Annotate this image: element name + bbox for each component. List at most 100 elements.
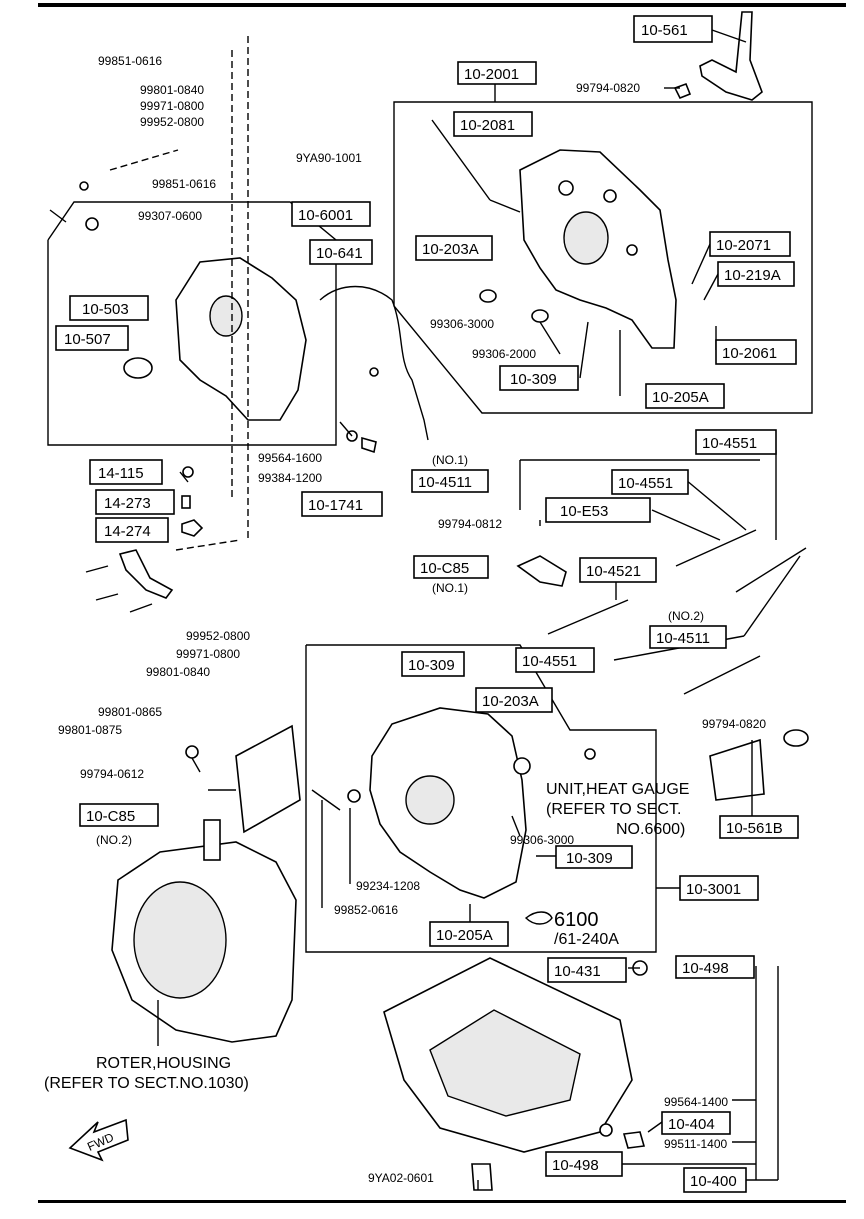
- label-99971-0800-mid: 99971-0800: [176, 647, 240, 661]
- callout-10-309-mid: 10-309: [401, 651, 465, 677]
- callout-10-4551-b-text: 10-4551: [618, 475, 673, 492]
- callout-10-309-low: 10-309: [555, 845, 633, 869]
- leader-4551-mid: [685, 479, 747, 531]
- label-99234-1208: 99234-1208: [356, 879, 420, 893]
- bottom-rule: [38, 1200, 846, 1203]
- dash-line-c: [109, 149, 179, 171]
- callout-10-641: 10-641: [309, 239, 373, 265]
- callout-10-400-text: 10-400: [690, 1173, 737, 1190]
- callout-10-309-low-text: 10-309: [566, 850, 613, 867]
- leader-10-404: [647, 1121, 663, 1133]
- bolt-part-99794-0820-right: [783, 729, 809, 747]
- callout-10-205A-low: 10-205A: [429, 921, 509, 947]
- bracket-part-10-561: [699, 11, 763, 101]
- label-99794-0812: 99794-0812: [438, 517, 502, 531]
- callout-10-561B-text: 10-561B: [726, 820, 783, 837]
- label-9ya02-0601: 9YA02-0601: [368, 1171, 434, 1185]
- callout-10-431-text: 10-431: [554, 963, 601, 980]
- callout-10-498-bot-text: 10-498: [552, 1157, 599, 1174]
- seal-part-99306-3000: [479, 289, 497, 303]
- callout-10-1741-text: 10-1741: [308, 497, 363, 514]
- label-99801-0840-top: 99801-0840: [140, 83, 204, 97]
- label-99384-1200: 99384-1200: [258, 471, 322, 485]
- pin-part-99851-0616: [49, 209, 67, 223]
- callout-10-561-text: 10-561: [641, 22, 688, 39]
- tension-bolt-c: [547, 599, 629, 635]
- front-cover-bore: [563, 211, 609, 265]
- tension-bolt-b: [735, 547, 807, 593]
- callout-10-6001: 10-6001: [291, 201, 371, 227]
- leader-10-561: [711, 29, 747, 43]
- pin-part-99852-0616: [311, 789, 341, 811]
- callout-10-4511-b: 10-4511: [649, 625, 727, 649]
- leader-10-2071: [691, 243, 711, 285]
- callout-10-1741: 10-1741: [301, 491, 383, 517]
- callout-10-C85-bot: 10-C85: [79, 803, 159, 827]
- label-99851-0616-b: 99851-0616: [152, 177, 216, 191]
- callout-10-507-text: 10-507: [64, 331, 111, 348]
- callout-10-400: 10-400: [683, 1167, 747, 1193]
- callout-10-205A-top-text: 10-205A: [652, 389, 709, 406]
- dash-line-d: [175, 539, 241, 551]
- label-99801-0875: 99801-0875: [58, 723, 122, 737]
- callout-10-561: 10-561: [633, 15, 713, 43]
- callout-10-205A-top: 10-205A: [645, 383, 725, 409]
- label-99952-0800-mid: 99952-0800: [186, 629, 250, 643]
- seal-part-99306-2000: [531, 309, 549, 323]
- callout-10-219A: 10-219A: [717, 261, 795, 287]
- label-99794-0820-top: 99794-0820: [576, 81, 640, 95]
- callout-10-404-text: 10-404: [668, 1116, 715, 1133]
- callout-10-4551-b: 10-4551: [611, 469, 689, 495]
- front-cover-hole-b: [603, 189, 617, 203]
- callout-10-404: 10-404: [661, 1111, 731, 1135]
- callout-10-203A-top-text: 10-203A: [422, 241, 479, 258]
- callout-10-203A-mid: 10-203A: [475, 687, 553, 713]
- callout-14-273: 14-273: [95, 489, 175, 515]
- label-99971-0800-top: 99971-0800: [140, 99, 204, 113]
- label-99801-0865: 99801-0865: [98, 705, 162, 719]
- callout-10-4511-top-text: 10-4511: [418, 474, 472, 491]
- sender-part: [584, 748, 596, 760]
- front-cover-group-frame: [393, 84, 813, 414]
- label-99794-0612: 99794-0612: [80, 767, 144, 781]
- bracket-part-left: [118, 549, 174, 599]
- callout-14-115-text: 14-115: [98, 465, 144, 482]
- label-99307-0600: 99307-0600: [138, 209, 202, 223]
- callout-10-205A-low-text: 10-205A: [436, 927, 493, 944]
- plug-part-99307-0600: [85, 217, 99, 231]
- callout-10-4551-c-text: 10-4551: [522, 653, 577, 670]
- bolt-part-99794-0612: [185, 745, 199, 759]
- front-cover-hole-c: [626, 244, 638, 256]
- top-rule: [38, 3, 846, 7]
- callout-10-498-bot: 10-498: [545, 1151, 623, 1177]
- cover-part-10-c85-no1: [516, 555, 567, 587]
- callout-10-4551-a-text: 10-4551: [702, 435, 757, 452]
- callout-10-2081: 10-2081: [453, 111, 533, 137]
- callout-14-274: 14-274: [95, 517, 169, 543]
- eccentric-cover-part: [175, 257, 307, 421]
- callout-10-641-text: 10-641: [316, 245, 363, 262]
- label-no1-top: (NO.1): [432, 453, 468, 467]
- leader-10-2081: [431, 119, 491, 201]
- note-roter-housing-2: (REFER TO SECT.NO.1030): [44, 1075, 249, 1092]
- label-99511-1400: 99511-1400: [664, 1137, 727, 1151]
- callout-10-219A-text: 10-219A: [724, 267, 781, 284]
- part-14-115: [182, 466, 194, 478]
- label-99794-0820-right: 99794-0820: [702, 717, 766, 731]
- label-99801-0840-mid: 99801-0840: [146, 665, 210, 679]
- callout-10-4521: 10-4521: [579, 557, 657, 583]
- callout-10-4511-b-text: 10-4511: [656, 630, 710, 647]
- callout-10-309-top: 10-309: [499, 365, 579, 391]
- bolt-part-99801-0865: [95, 593, 119, 601]
- ref-6100-pointer: [524, 911, 553, 925]
- callout-10-C85-top-text: 10-C85: [420, 560, 469, 577]
- note-ref-6100: 6100: [554, 909, 599, 931]
- callout-10-503: 10-503: [69, 295, 149, 321]
- callout-10-2071-text: 10-2071: [716, 237, 771, 254]
- tension-bolt-a: [675, 529, 757, 567]
- callout-10-3001: 10-3001: [679, 875, 759, 901]
- label-99564-1600: 99564-1600: [258, 451, 322, 465]
- callout-10-503-text: 10-503: [82, 301, 129, 318]
- note-unit-heat-gauge-3: NO.6600): [616, 821, 685, 838]
- label-99564-1400: 99564-1400: [664, 1095, 728, 1109]
